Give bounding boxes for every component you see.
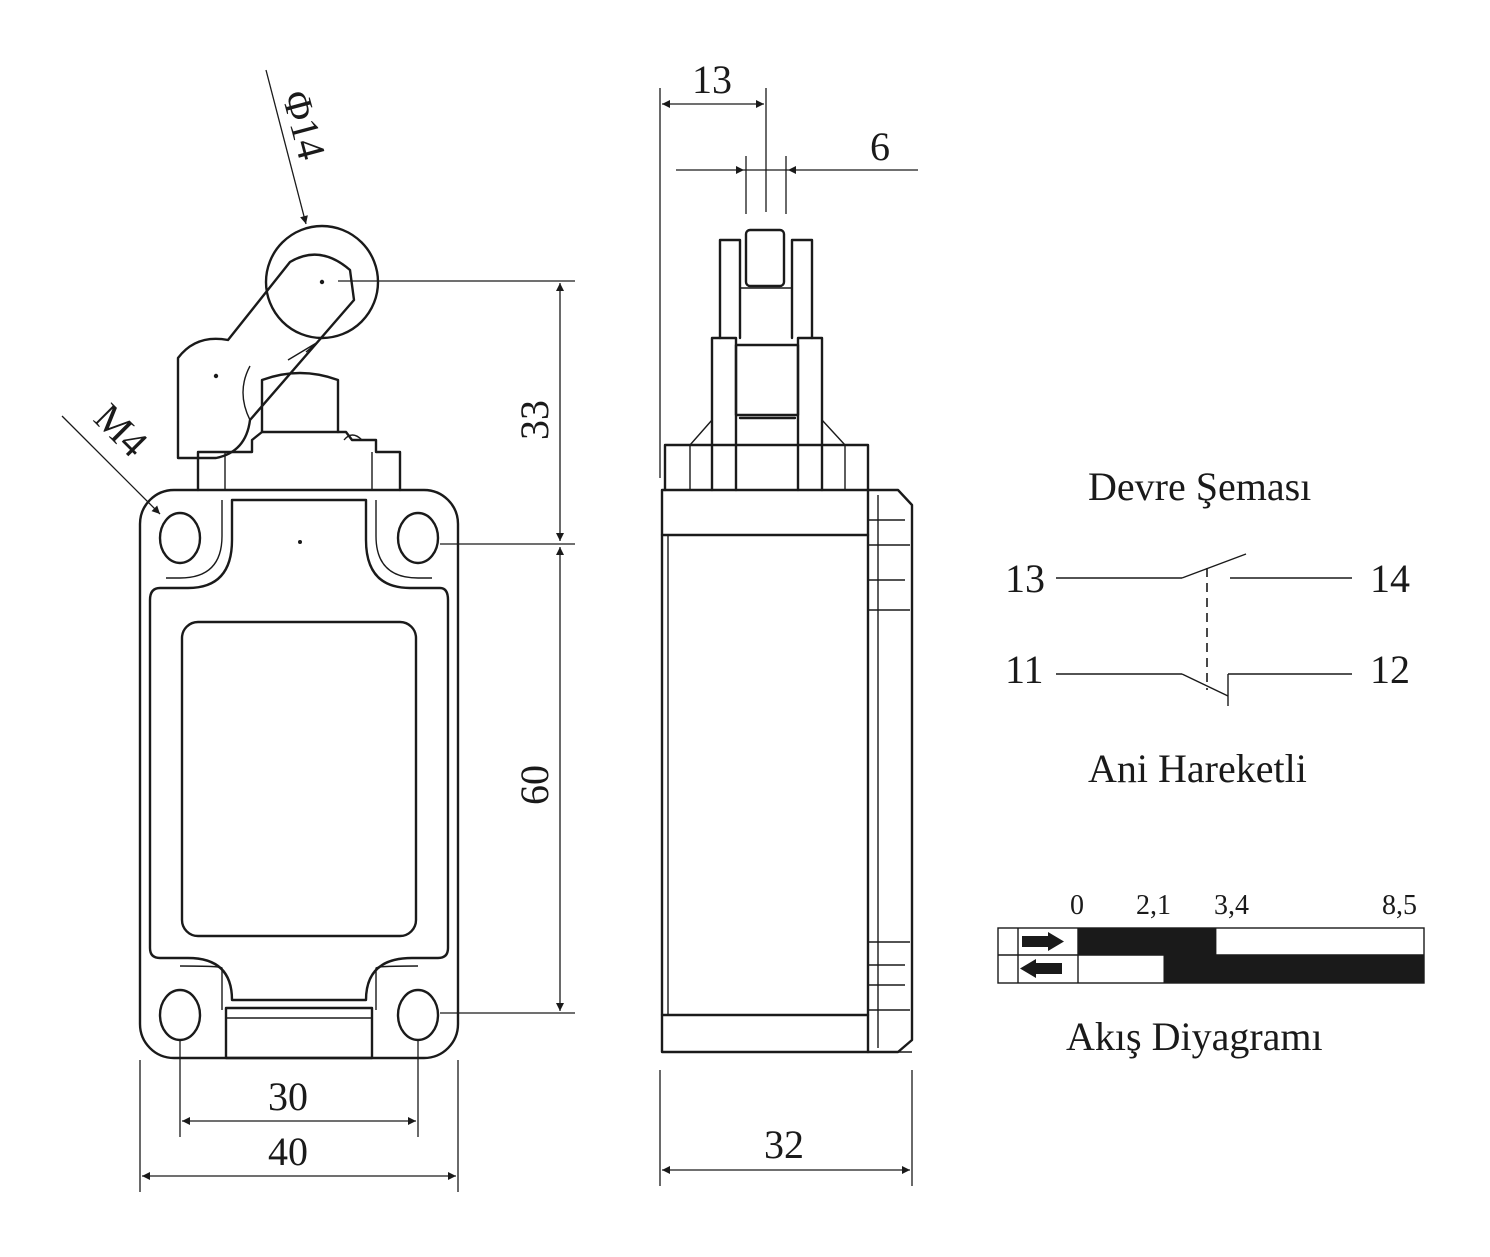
lever-arm bbox=[176, 253, 356, 460]
flow-bar-release bbox=[1163, 955, 1424, 983]
flow-title: Akış Diyagramı bbox=[1066, 1014, 1323, 1059]
arrow-right-icon bbox=[1022, 932, 1064, 951]
mount-hole bbox=[396, 988, 440, 1042]
front-body-outline bbox=[138, 488, 460, 1060]
mount-hole bbox=[396, 511, 440, 565]
dim-depth-side: 32 bbox=[764, 1122, 804, 1167]
flow-tick-0: 0 bbox=[1070, 890, 1084, 921]
side-body bbox=[660, 488, 870, 1054]
front-view bbox=[138, 224, 460, 1060]
mount-hole bbox=[158, 988, 202, 1042]
flow-diagram: 0 2,1 3,4 8,5 Akış Diyagramı bbox=[997, 890, 1425, 1059]
dim-roller-diameter: Φ14 bbox=[273, 86, 334, 165]
side-cover bbox=[866, 488, 914, 1054]
dim-hole-spacing: 30 bbox=[268, 1074, 308, 1119]
roller bbox=[264, 224, 380, 340]
terminal-12: 12 bbox=[1370, 647, 1410, 692]
flow-tick-3-4: 3,4 bbox=[1214, 890, 1249, 921]
dim-height-body: 60 bbox=[512, 765, 557, 805]
circuit-title: Devre Şeması bbox=[1088, 464, 1311, 509]
flow-bar-actuate bbox=[1078, 928, 1217, 955]
front-inner-frame bbox=[148, 498, 450, 1002]
arrow-left-icon bbox=[1020, 959, 1062, 978]
front-head bbox=[196, 430, 402, 492]
plunger bbox=[260, 371, 340, 434]
terminal-13: 13 bbox=[1005, 556, 1045, 601]
circuit-caption: Ani Hareketli bbox=[1088, 746, 1307, 791]
terminal-14: 14 bbox=[1370, 556, 1410, 601]
side-head bbox=[663, 443, 870, 492]
dimensions: Φ14 M4 33 60 30 40 13 6 bbox=[61, 57, 918, 1192]
dim-height-actuator: 33 bbox=[512, 400, 557, 440]
front-window bbox=[180, 620, 418, 938]
dim-width-front: 40 bbox=[268, 1129, 308, 1174]
terminal-11: 11 bbox=[1005, 647, 1044, 692]
flow-tick-2-1: 2,1 bbox=[1136, 890, 1171, 921]
side-roller bbox=[744, 228, 786, 288]
dim-mount-thread: M4 bbox=[86, 395, 157, 466]
dim-roller-width: 6 bbox=[870, 124, 890, 169]
circuit-diagram: Devre Şeması 13 14 11 12 Ani Hareketli bbox=[1005, 464, 1410, 791]
mount-hole bbox=[158, 511, 202, 565]
dim-roller-offset: 13 bbox=[692, 57, 732, 102]
flow-tick-8-5: 8,5 bbox=[1382, 890, 1417, 921]
side-view bbox=[660, 228, 914, 1054]
